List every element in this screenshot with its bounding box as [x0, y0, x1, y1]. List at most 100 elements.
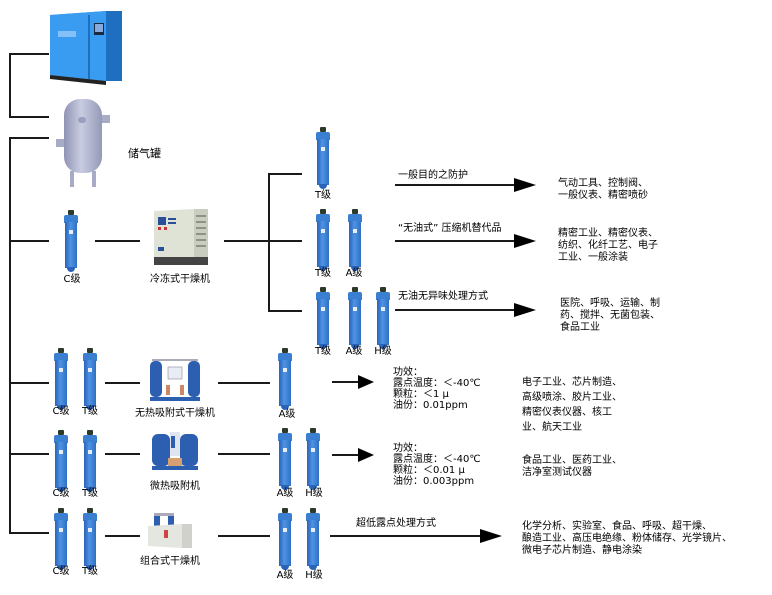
- filter-a-icon: [348, 209, 362, 271]
- arrow-head-icon: [514, 303, 536, 317]
- dryer-label: 无热吸附式干燥机: [135, 408, 215, 419]
- refrigerated-dryer-icon: [150, 205, 212, 267]
- filter-h-icon: [376, 287, 390, 349]
- air-tank: [54, 93, 116, 191]
- spec-line: 颗粒：＜0.01 μ: [393, 465, 465, 476]
- filter-label: C级: [63, 274, 81, 285]
- connector: [218, 382, 270, 384]
- filter-label: T级: [81, 488, 99, 499]
- filter-a-icon: [348, 287, 362, 349]
- connector: [268, 173, 270, 311]
- application-line: 电子工业、芯片制造、: [522, 377, 622, 388]
- filter-label: A级: [345, 268, 363, 279]
- connector: [105, 453, 140, 455]
- heatless-dryer-icon: [148, 355, 202, 405]
- spec-line: 露点温度：＜-40℃: [393, 454, 481, 465]
- filter-a-icon: [278, 428, 292, 490]
- connector: [9, 382, 49, 384]
- combined-dryer-icon: [146, 512, 194, 550]
- application-line: 食品工业: [560, 322, 600, 333]
- connector: [9, 240, 49, 242]
- filter-label: T级: [314, 190, 332, 201]
- application-line: 气动工具、控制阀、: [558, 178, 648, 189]
- filter-a-icon: [278, 508, 292, 570]
- application-line: 精密工业、精密仪表、: [558, 228, 658, 239]
- arrow-line: [330, 535, 482, 537]
- arrow-line: [395, 240, 515, 242]
- application-line: 洁净室测试仪器: [522, 467, 592, 478]
- applications: 电子工业、芯片制造、 高级喷涂、胶片工业、 精密仪表仪器、核工 业、航天工业: [522, 375, 622, 435]
- connector: [9, 453, 49, 455]
- application-line: 纺织、化纤工艺、电子: [558, 240, 658, 251]
- spec-line: 油份：0.003ppm: [393, 476, 475, 487]
- outlet-purpose: 超低露点处理方式: [356, 518, 436, 529]
- performance-spec: 功效： 露点温度：＜-40℃ 颗粒：＜0.01 μ 油份：0.003ppm: [393, 443, 481, 487]
- arrow-line: [395, 184, 515, 186]
- application-line: 高级喷涂、胶片工业、: [522, 392, 622, 403]
- filter-label: T级: [314, 268, 332, 279]
- connector: [9, 116, 49, 118]
- outlet-purpose: 一般目的之防护: [398, 170, 468, 181]
- tank-label: 储气罐: [128, 147, 161, 160]
- filter-label: A级: [345, 346, 363, 357]
- filter-h-icon: [306, 508, 320, 570]
- connector: [218, 453, 270, 455]
- air-compressor-icon: [50, 11, 122, 85]
- dryer-label: 微热吸附机: [150, 481, 200, 492]
- arrow-head-icon: [480, 529, 502, 543]
- connector: [105, 535, 140, 537]
- application-line: 化学分析、实验室、食品、呼吸、超干燥、: [522, 521, 712, 532]
- filter-label: H级: [374, 346, 392, 357]
- filter-c-icon: [54, 430, 68, 492]
- air-compressor: [48, 5, 124, 85]
- arrow-head-icon: [358, 448, 374, 462]
- applications: 气动工具、控制阀、 一般仪表、精密喷砂: [558, 178, 648, 202]
- connector: [218, 535, 270, 537]
- arrow-line: [395, 309, 515, 311]
- filter-t-icon: [316, 287, 330, 349]
- main-trunk-line: [9, 137, 11, 533]
- dryer-label: 组合式干燥机: [140, 556, 200, 567]
- connector: [95, 240, 140, 242]
- air-tank-icon: [56, 99, 110, 187]
- filter-label: H级: [305, 488, 323, 499]
- filter-label: A级: [276, 570, 294, 581]
- filter-label: A级: [276, 488, 294, 499]
- performance-spec: 功效： 露点温度：＜-40℃ 颗粒：＜1 μ 油份：0.01ppm: [393, 367, 481, 411]
- filter-c-icon: [54, 508, 68, 570]
- spec-line: 颗粒：＜1 μ: [393, 389, 449, 400]
- filter-t-icon: [316, 127, 330, 189]
- connector: [9, 532, 49, 534]
- connector: [268, 173, 302, 175]
- connector: [9, 53, 49, 55]
- applications: 食品工业、医药工业、 洁净室测试仪器: [522, 455, 622, 479]
- filter-label: H级: [305, 570, 323, 581]
- filter-t-icon: [83, 430, 97, 492]
- application-line: 医院、呼吸、运输、制: [560, 298, 660, 309]
- application-line: 食品工业、医药工业、: [522, 455, 622, 466]
- filter-t-icon: [316, 209, 330, 271]
- outlet-purpose: “无油式” 压缩机替代品: [398, 223, 502, 234]
- filter-t-icon: [83, 348, 97, 410]
- microheat-dryer-icon: [150, 430, 200, 474]
- spec-line: 油份：0.01ppm: [393, 400, 468, 411]
- filter-label: T级: [81, 566, 99, 577]
- arrow-head-icon: [514, 234, 536, 248]
- dryer-label: 冷冻式干燥机: [150, 274, 210, 285]
- filter-label: C级: [52, 566, 70, 577]
- connector: [268, 240, 302, 242]
- filter-h-icon: [306, 428, 320, 490]
- connector: [224, 240, 269, 242]
- spec-line: 功效：: [393, 367, 423, 378]
- application-line: 酿造工业、高压电绝缘、粉体储存、光学镜片、: [522, 533, 732, 544]
- filter-t-icon: [83, 508, 97, 570]
- outlet-purpose: 无油无异味处理方式: [398, 291, 488, 302]
- spec-line: 功效：: [393, 443, 423, 454]
- application-line: 精密仪表仪器、核工: [522, 407, 612, 418]
- arrow-line: [332, 381, 362, 383]
- applications: 化学分析、实验室、食品、呼吸、超干燥、 酿造工业、高压电绝缘、粉体储存、光学镜片…: [522, 521, 732, 557]
- application-line: 工业、一般涂装: [558, 252, 628, 263]
- filter-label: T级: [314, 346, 332, 357]
- filter-a-icon: [278, 348, 292, 410]
- filter-label: T级: [81, 406, 99, 417]
